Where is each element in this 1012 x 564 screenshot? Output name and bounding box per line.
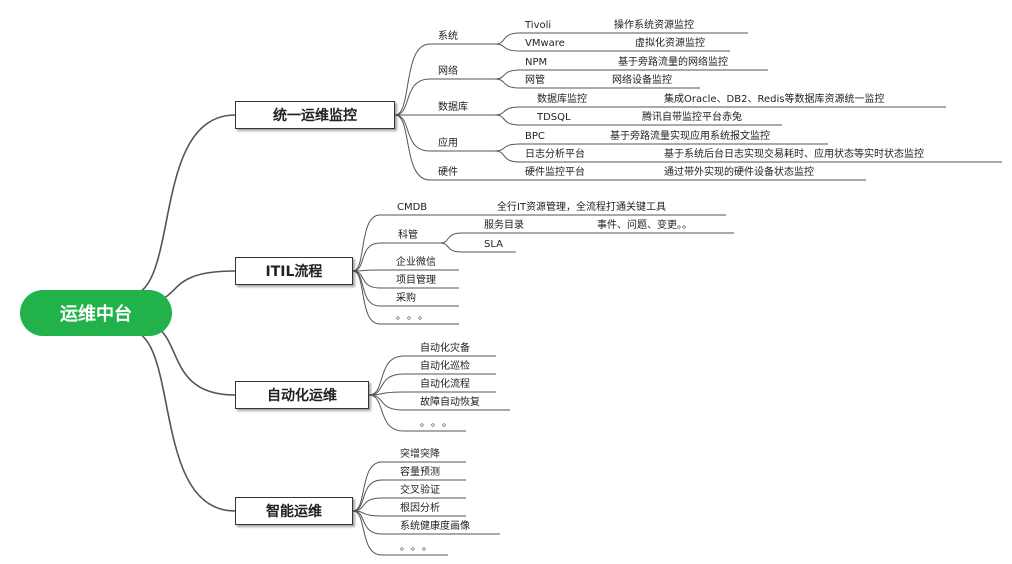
trunk-connector: [127, 114, 236, 297]
list-3-connector: [352, 510, 383, 556]
item-connector: [494, 143, 521, 152]
itil-child-connector: [439, 242, 463, 253]
branch-3[interactable]: 自动化运维: [235, 381, 369, 409]
itil-keguan-label[interactable]: 科管: [398, 230, 418, 241]
branch-4-item-1[interactable]: 容量预测: [400, 467, 440, 478]
item-3-1-desc[interactable]: 基于系统后台日志实现交易耗时、应用状态等实时状态监控: [664, 149, 924, 160]
branch-1[interactable]: 统一运维监控: [235, 101, 395, 129]
group-4-label[interactable]: 硬件: [438, 167, 458, 178]
branch-3-item-1[interactable]: 自动化巡检: [420, 361, 470, 372]
item-1-0-name[interactable]: NPM: [525, 57, 548, 68]
item-connector: [494, 43, 521, 52]
branch-4-item-5[interactable]: 。。。: [400, 542, 438, 553]
item-3-0-name[interactable]: BPC: [525, 131, 545, 142]
item-connector: [494, 114, 521, 126]
group-2-label[interactable]: 数据库: [438, 102, 468, 113]
list-3-connector: [352, 479, 383, 512]
item-0-0-name[interactable]: Tivoli: [525, 20, 552, 31]
item-1-0-desc[interactable]: 基于旁路流量的网络监控: [618, 57, 728, 68]
item-3-1-name[interactable]: 日志分析平台: [525, 149, 585, 160]
list-2-connector: [368, 355, 405, 396]
itil-connector: [352, 214, 381, 272]
list-2-connector: [368, 394, 405, 411]
group-3-label[interactable]: 应用: [438, 138, 458, 149]
item-2-1-name[interactable]: TDSQL: [537, 112, 571, 123]
item-2-0-name[interactable]: 数据库监控: [537, 94, 587, 105]
itil-connector: [352, 270, 381, 325]
branch-2[interactable]: ITIL流程: [235, 257, 353, 285]
branch-4-item-4[interactable]: 系统健康度画像: [400, 521, 470, 532]
branch-3-item-4[interactable]: 。。。: [420, 418, 458, 429]
item-connector: [494, 32, 521, 45]
branch-4-item-2[interactable]: 交叉验证: [400, 485, 440, 496]
branch-4-item-0[interactable]: 突增突降: [400, 449, 440, 460]
item-connector: [494, 106, 521, 116]
item-4-0-name[interactable]: 硬件监控平台: [525, 167, 585, 178]
group-connector: [394, 114, 431, 152]
branch-3-item-0[interactable]: 自动化灾备: [420, 343, 470, 354]
itil-connector: [352, 242, 381, 272]
item-0-0-desc[interactable]: 操作系统资源监控: [614, 20, 694, 31]
list-2-connector: [368, 373, 405, 396]
list-3-connector: [352, 461, 383, 512]
item-2-0-desc[interactable]: 集成Oracle、DB2、Redis等数据库资源统一监控: [664, 94, 885, 105]
item-connector: [494, 69, 521, 80]
group-0-label[interactable]: 系统: [438, 31, 458, 42]
itil-item-2[interactable]: 企业微信: [396, 257, 436, 268]
itil-child-connector: [439, 232, 463, 244]
item-4-0-desc[interactable]: 通过带外实现的硬件设备状态监控: [664, 167, 814, 178]
item-0-1-desc[interactable]: 虚拟化资源监控: [635, 38, 705, 49]
branch-3-item-3[interactable]: 故障自动恢复: [420, 397, 480, 408]
trunk-connector: [127, 329, 236, 512]
root-node[interactable]: 运维中台: [20, 290, 172, 336]
itil-cmdb-desc[interactable]: 全行IT资源管理，全流程打通关键工具: [497, 202, 667, 213]
branch-3-item-2[interactable]: 自动化流程: [420, 379, 470, 390]
item-connector: [494, 78, 521, 89]
group-connector: [394, 114, 431, 181]
branch-4-item-3[interactable]: 根因分析: [400, 503, 440, 514]
item-1-1-name[interactable]: 网管: [525, 75, 545, 86]
itil-connector: [352, 270, 381, 307]
itil-cmdb-name[interactable]: CMDB: [397, 202, 428, 213]
itil-keguan-child-0-name[interactable]: 服务目录: [484, 220, 524, 231]
list-2-connector: [368, 394, 405, 432]
item-0-1-name[interactable]: VMware: [525, 38, 565, 49]
itil-keguan-child-0-desc[interactable]: 事件、问题、变更。。: [597, 220, 692, 231]
itil-keguan-child-1-name[interactable]: SLA: [484, 239, 503, 250]
item-3-0-desc[interactable]: 基于旁路流量实现应用系统报文监控: [610, 131, 770, 142]
group-1-label[interactable]: 网络: [438, 66, 458, 77]
itil-item-3[interactable]: 项目管理: [396, 275, 436, 286]
itil-item-4[interactable]: 采购: [396, 293, 416, 304]
item-connector: [494, 150, 521, 163]
group-connector: [394, 78, 431, 116]
group-connector: [394, 43, 431, 116]
itil-item-5[interactable]: 。。。: [396, 311, 434, 322]
item-1-1-desc[interactable]: 网络设备监控: [612, 75, 672, 86]
branch-4[interactable]: 智能运维: [235, 497, 353, 525]
item-2-1-desc[interactable]: 腾讯自带监控平台赤兔: [642, 112, 742, 123]
